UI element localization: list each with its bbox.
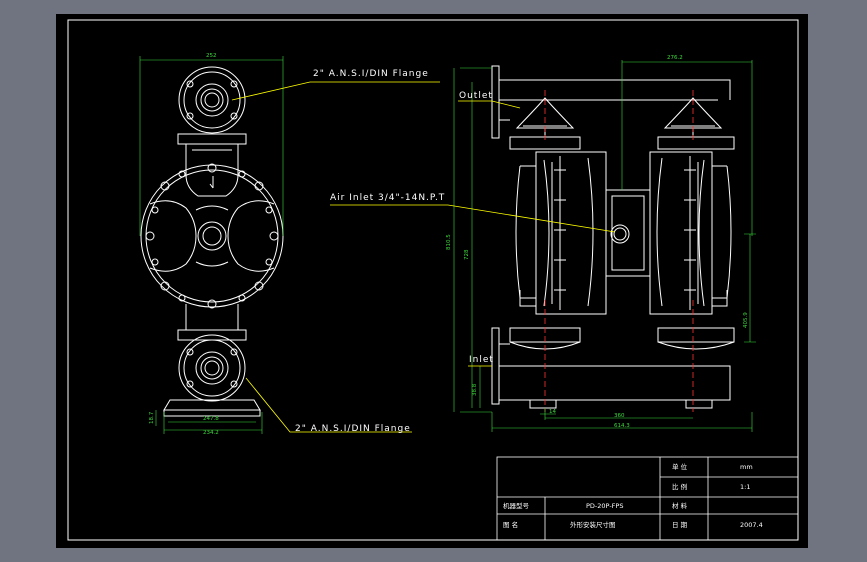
dim-left-outer: 234.2 [203, 430, 219, 436]
dim-right-height-outer: 810.5 [446, 234, 452, 250]
tb-material-label: 材 料 [672, 501, 688, 510]
tb-date-label: 日 期 [672, 521, 688, 529]
tb-unit-label: 单 位 [672, 462, 688, 471]
label-air-inlet: Air Inlet 3/4"-14N.P.T [330, 193, 445, 203]
tb-name-label: 图 名 [503, 520, 518, 529]
flange-leaders [231, 81, 440, 433]
tb-scale-value: 1:1 [740, 483, 750, 491]
tb-scale-label: 比 例 [672, 482, 687, 491]
dim-right-side: 405.9 [743, 312, 749, 328]
dim-left-top: 252 [206, 53, 217, 59]
dim-right-foot: 14 [549, 409, 556, 415]
drawing-frame [67, 19, 799, 541]
title-block [496, 456, 799, 541]
side-view-dimensions [139, 56, 284, 434]
side-view [140, 66, 284, 417]
label-outlet: Outlet [459, 91, 493, 101]
label-flange-bottom: 2" A.N.S.I/DIN Flange [295, 424, 411, 434]
tb-name-value: 外形安装尺寸图 [570, 520, 616, 529]
center-lines [544, 90, 694, 412]
tb-unit-value: mm [740, 463, 753, 471]
dim-left-inner: 247.8 [203, 416, 219, 422]
tb-model-label: 机器型号 [503, 501, 530, 510]
label-inlet: Inlet [469, 355, 494, 365]
dim-right-top: 276.2 [667, 55, 683, 61]
front-view-dimensions [453, 60, 756, 432]
dim-right-height-inner: 728 [464, 249, 470, 260]
sheet-background [56, 14, 808, 548]
dim-right-bottom-total: 614.3 [614, 423, 630, 429]
front-view [491, 65, 735, 409]
label-flange-top: 2" A.N.S.I/DIN Flange [313, 69, 429, 79]
dim-right-bottom-small: 38.8 [472, 383, 478, 396]
dim-right-bottom-mid: 360 [614, 413, 625, 419]
tb-model-value: PD-20P-FPS [586, 502, 623, 510]
front-leaders [330, 100, 616, 367]
dim-left-side: 18.7 [149, 411, 155, 424]
tb-date-value: 2007.4 [740, 521, 763, 529]
